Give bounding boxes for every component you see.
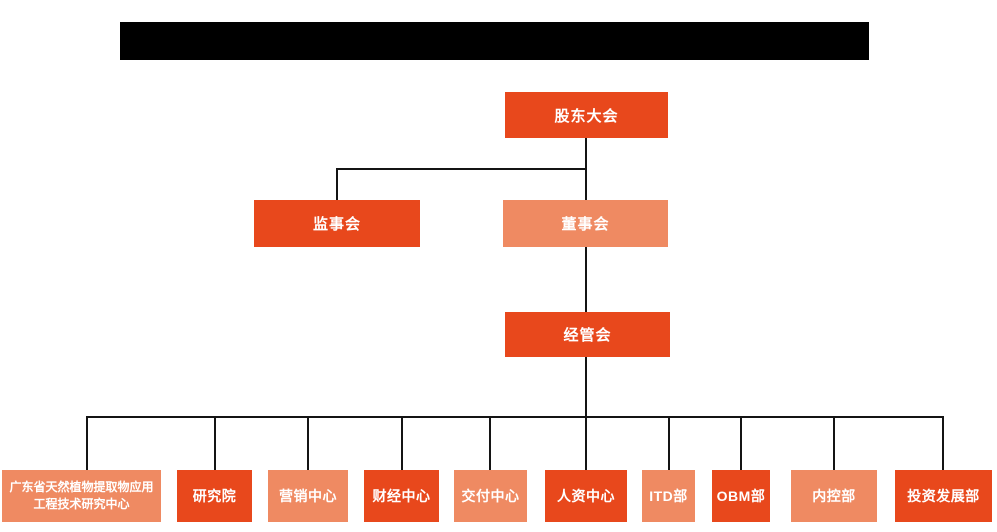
org-node-delivery-center: 交付中心 (454, 470, 527, 522)
org-node-management-committee: 经管会 (505, 312, 670, 357)
org-node-supervisory-board: 监事会 (254, 200, 420, 247)
connector-line (489, 416, 491, 470)
connector-line (585, 416, 587, 470)
org-node-hr-center: 人资中心 (545, 470, 627, 522)
connector-line (307, 416, 309, 470)
org-node-research-institute: 研究院 (177, 470, 252, 522)
connector-line (740, 416, 742, 470)
org-node-finance-center: 财经中心 (364, 470, 439, 522)
org-node-board-of-directors: 董事会 (503, 200, 668, 247)
connector-line (214, 416, 216, 470)
connector-line (668, 416, 670, 470)
connector-line (336, 168, 338, 200)
org-node-itd-dept: ITD部 (642, 470, 695, 522)
org-node-obm-dept: OBM部 (712, 470, 770, 522)
connector-line (401, 416, 403, 470)
connector-line (585, 357, 587, 416)
connector-line (833, 416, 835, 470)
connector-line (585, 247, 587, 312)
org-node-research-center: 广东省天然植物提取物应用工程技术研究中心 (2, 470, 161, 522)
connector-line (86, 416, 944, 418)
connector-line (86, 416, 88, 470)
org-node-shareholders-meeting: 股东大会 (505, 92, 668, 138)
redacted-title-bar (120, 22, 869, 60)
org-node-marketing-center: 营销中心 (268, 470, 348, 522)
org-node-internal-control-dept: 内控部 (791, 470, 877, 522)
org-node-investment-development-dept: 投资发展部 (895, 470, 992, 522)
connector-line (942, 416, 944, 470)
connector-line (336, 168, 587, 170)
